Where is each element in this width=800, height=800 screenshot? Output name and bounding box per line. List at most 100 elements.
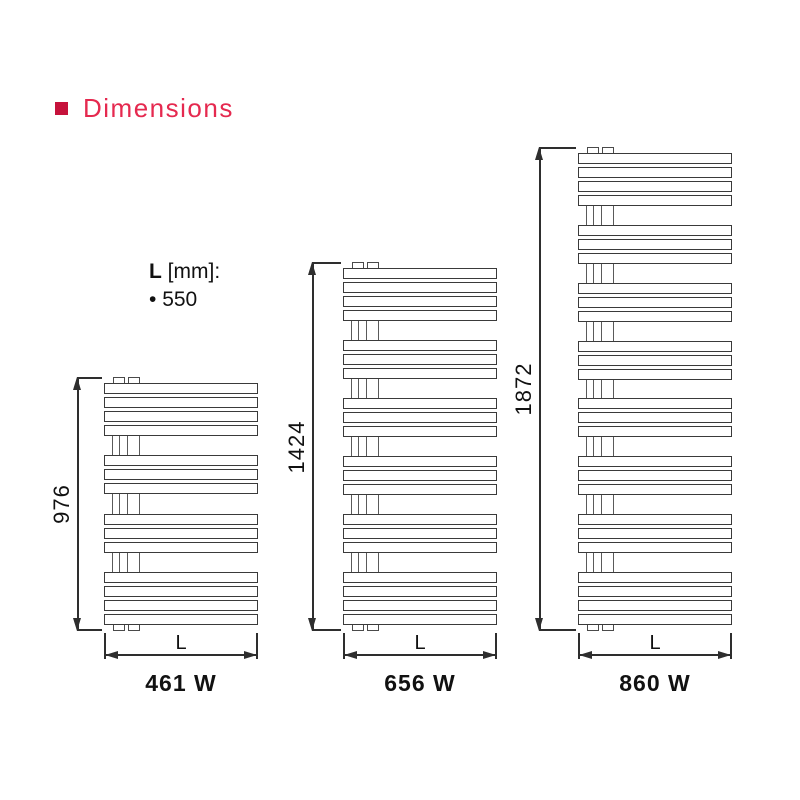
- radiator-slat: [578, 153, 732, 164]
- slat-group: [343, 456, 497, 495]
- radiator-slat: [578, 484, 732, 496]
- collector-cap-icon: [602, 625, 614, 631]
- radiator-slat: [578, 238, 732, 250]
- collector-tube-icon: [351, 437, 359, 456]
- slat-group: [104, 513, 258, 553]
- collector-tube-icon: [127, 552, 140, 572]
- slat-group: [343, 268, 497, 321]
- width-extension-line-left: [343, 633, 345, 659]
- collector-tube-icon: [112, 436, 120, 456]
- radiator-slat: [343, 514, 497, 525]
- dimension-arrow-right-icon: [483, 651, 496, 659]
- height-extension-line-bottom: [540, 629, 576, 631]
- tube-gap: [578, 495, 732, 515]
- tube-gap: [343, 379, 497, 398]
- radiator-slat: [578, 252, 732, 264]
- radiator-slat: [104, 383, 258, 394]
- slat-group: [578, 153, 732, 206]
- radiator-slat: [343, 528, 497, 539]
- slat-group: [578, 456, 732, 496]
- width-dimension-line: [578, 654, 732, 656]
- radiator-slat: [343, 614, 497, 625]
- collector-tube-icon: [601, 206, 614, 225]
- section-title: Dimensions: [83, 93, 234, 123]
- collector-tube-icon: [586, 437, 594, 457]
- collector-cap-icon: [352, 625, 364, 631]
- height-extension-line-top: [313, 262, 341, 264]
- tube-gap: [578, 553, 732, 573]
- radiator-slat: [343, 572, 497, 583]
- height-extension-line-bottom: [313, 629, 341, 631]
- dimension-arrow-down-icon: [535, 618, 543, 631]
- legend-heading-unit: [mm]:: [161, 260, 221, 283]
- radiator-slat: [578, 600, 732, 612]
- radiator-slat: [104, 585, 258, 597]
- height-dimension-label: 1424: [284, 420, 309, 473]
- collector-tube-icon: [586, 379, 594, 399]
- collector-cap-icon: [602, 147, 614, 153]
- radiator-slat: [343, 542, 497, 553]
- collector-tube-icon: [127, 494, 140, 514]
- dimension-arrow-left-icon: [105, 651, 118, 659]
- tube-gap: [578, 379, 732, 399]
- collector-tube-icon: [601, 553, 614, 573]
- slat-group: [578, 340, 732, 380]
- collector-tube-icon: [366, 553, 379, 572]
- radiator-slat: [578, 296, 732, 308]
- slat-group: [578, 282, 732, 322]
- legend-item: • 550: [149, 286, 220, 314]
- collector-cap-icon: [587, 147, 599, 153]
- power-label: 461 W: [145, 670, 217, 696]
- tube-gap: [578, 321, 732, 341]
- collector-tube-icon: [601, 263, 614, 283]
- radiator-slat: [578, 528, 732, 540]
- collector-tube-icon: [601, 379, 614, 399]
- radiator-slat: [104, 455, 258, 467]
- tube-gap: [343, 437, 497, 456]
- radiator-slat: [343, 470, 497, 481]
- collector-tube-icon: [601, 321, 614, 341]
- slat-group: [578, 572, 732, 626]
- collector-tube-icon: [586, 263, 594, 283]
- section-header: Dimensions: [55, 94, 234, 122]
- slat-group: [104, 383, 258, 436]
- radiator-slat: [104, 613, 258, 625]
- collector-tube-icon: [351, 379, 359, 398]
- width-extension-line-right: [730, 633, 732, 659]
- dimension-arrow-up-icon: [73, 377, 81, 390]
- height-dimension-line: [312, 262, 314, 631]
- width-extension-line-right: [495, 633, 497, 659]
- power-label: 656 W: [384, 670, 456, 696]
- radiator-slat: [578, 470, 732, 482]
- radiator-slat: [343, 412, 497, 423]
- radiator-slat: [343, 484, 497, 495]
- height-dimension-line: [77, 377, 79, 631]
- radiator-slat: [104, 483, 258, 495]
- collector-tube-icon: [112, 494, 120, 514]
- dimension-arrow-up-icon: [308, 262, 316, 275]
- slat-group: [104, 571, 258, 625]
- collector-cap-icon: [128, 625, 140, 631]
- collector-tube-icon: [351, 553, 359, 572]
- collector-tube-icon: [127, 436, 140, 456]
- power-label: 860 W: [619, 670, 691, 696]
- legend-item-value: 550: [162, 288, 198, 311]
- collector-cap-icon: [128, 377, 140, 383]
- section-bullet-icon: [55, 102, 68, 115]
- slat-group: [578, 224, 732, 264]
- dimension-arrow-up-icon: [535, 147, 543, 160]
- collector-tube-icon: [366, 379, 379, 398]
- height-dimension-label: 1872: [511, 362, 536, 416]
- radiator-slat: [578, 167, 732, 178]
- radiator-slat: [104, 425, 258, 436]
- height-dimension-line: [539, 147, 541, 631]
- radiator-slat: [578, 181, 732, 192]
- legend-item-bullet-icon: •: [149, 288, 157, 311]
- radiator-slat: [578, 368, 732, 380]
- radiator-slat: [104, 469, 258, 481]
- width-extension-line-left: [578, 633, 580, 659]
- tube-gap: [578, 206, 732, 225]
- dimension-arrow-left-icon: [579, 651, 592, 659]
- width-dimension-line: [104, 654, 258, 656]
- radiator-slat: [578, 282, 732, 294]
